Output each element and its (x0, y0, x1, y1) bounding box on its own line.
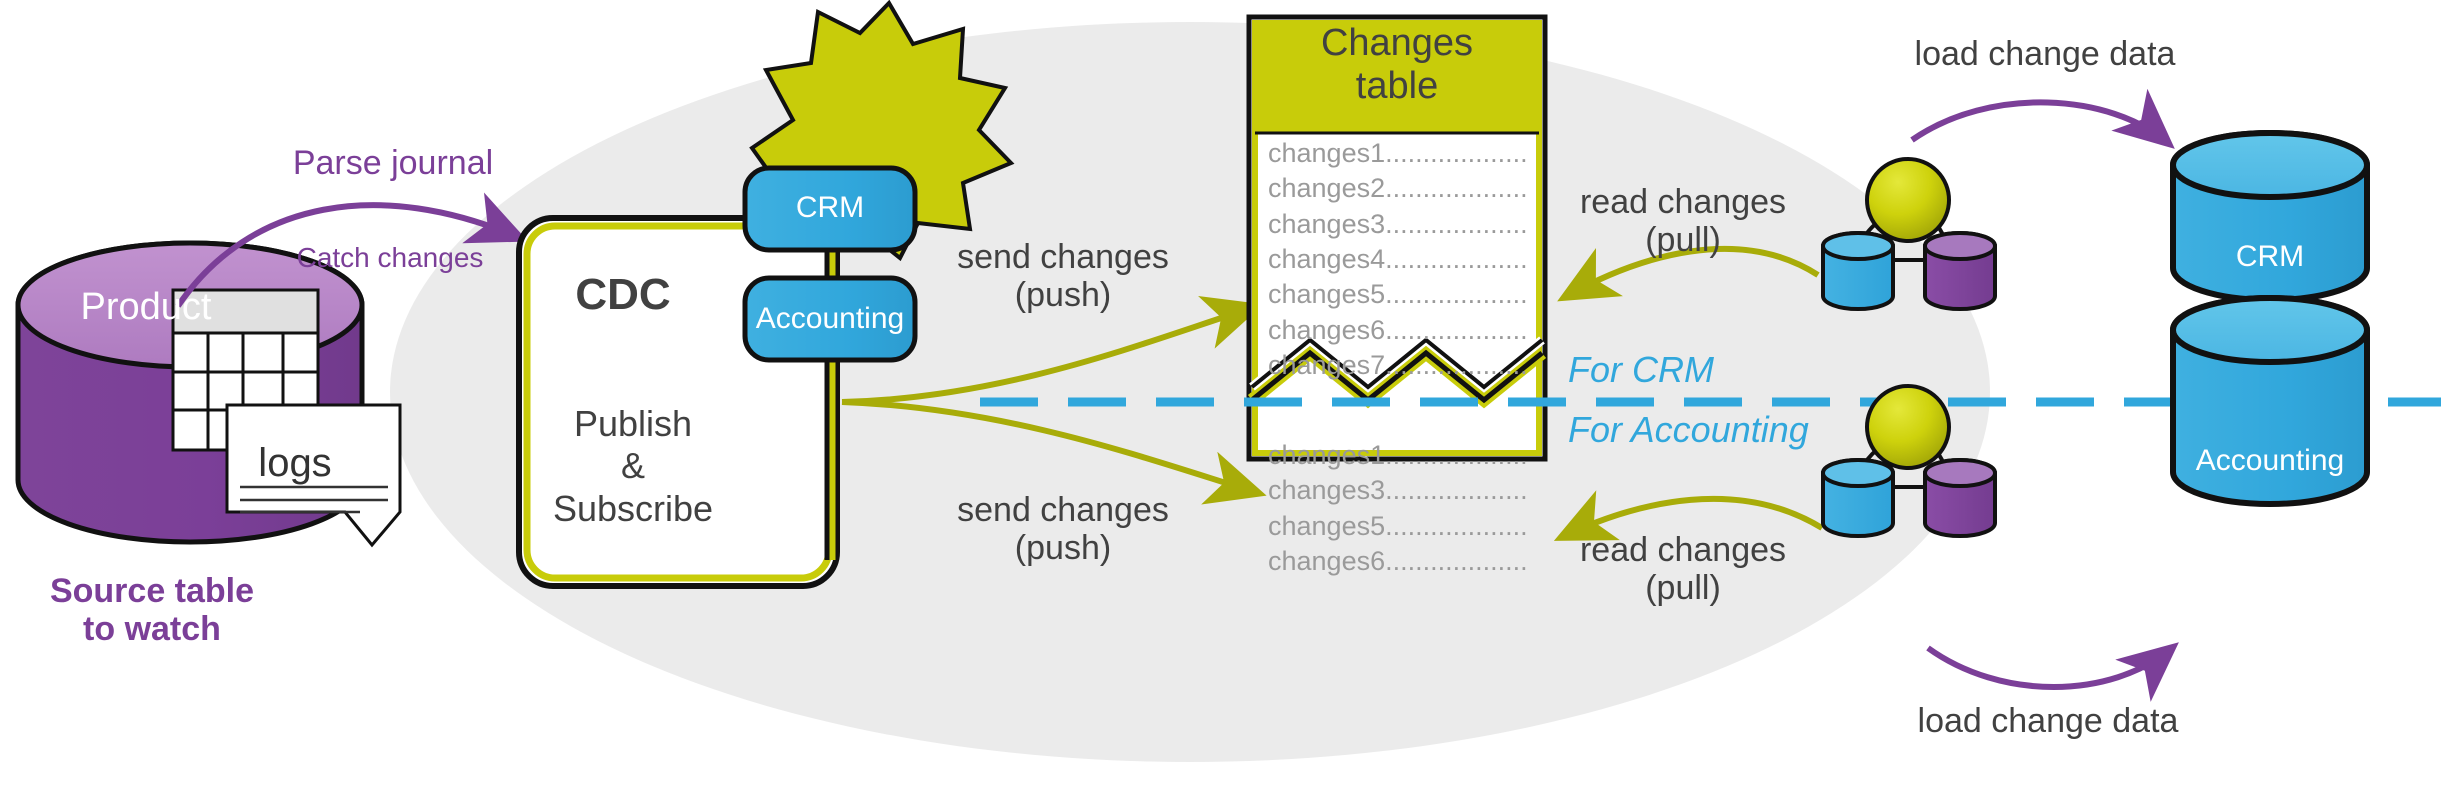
push-arrow-top (841, 295, 1264, 405)
changes-row: changes6........................ (1268, 314, 1530, 345)
logs-note-icon (225, 403, 402, 548)
changes-table-bottom-rows: changes1........................ changes… (1268, 438, 1530, 579)
pull-arrow-bottom (1553, 490, 1824, 541)
changes-table-top-rows: changes1........................ changes… (1268, 136, 1530, 384)
lane-label-bottom: For Accounting (1568, 409, 1809, 450)
changes-table-header: Changes table (1320, 22, 1474, 107)
cdc-title: CDC (575, 270, 671, 319)
read-changes-top-label: read changes (pull) (1579, 183, 1787, 260)
changes-row: changes1........................ (1268, 138, 1530, 168)
target-crm-cylinder (2170, 130, 2370, 303)
cdc-subtitle: Publish & Subscribe (552, 403, 714, 529)
load-arrow-top (1910, 88, 2175, 149)
source-caption: Source table to watch (49, 572, 255, 649)
push-arrow-bottom (841, 399, 1267, 505)
changes-row: changes6........................ (1268, 546, 1530, 577)
pull-arrow-top (1557, 245, 1820, 302)
source-db-label: Product (80, 286, 212, 328)
subscriber-accounting-label: Accounting (755, 302, 905, 335)
changes-row: changes3........................ (1268, 208, 1530, 239)
changes-row: changes7........................ (1268, 350, 1530, 381)
etl-icon-top (1821, 157, 1997, 311)
changes-row: changes1........................ (1268, 440, 1530, 470)
cdc-box (516, 215, 840, 589)
lane-label-top: For CRM (1568, 349, 1714, 390)
changes-row: changes5........................ (1268, 510, 1530, 541)
logs-label: logs (258, 441, 332, 485)
read-changes-bottom-label: read changes (pull) (1579, 531, 1787, 608)
subscriber-accounting-pill (742, 275, 918, 363)
target-accounting-cylinder (2170, 295, 2370, 507)
parse-journal-label: Parse journal (292, 144, 494, 182)
send-changes-top-label: send changes (push) (957, 238, 1169, 315)
parse-journal-arrow (175, 192, 529, 308)
send-changes-bottom-label: send changes (push) (957, 491, 1169, 568)
target-crm-label: CRM (2235, 240, 2305, 273)
changes-table-card (1246, 14, 1548, 462)
load-change-data-bottom-label: load change data (1917, 702, 2179, 740)
changes-row: changes2........................ (1268, 173, 1530, 204)
subscriber-crm-label: CRM (795, 191, 865, 224)
target-accounting-label: Accounting (2195, 444, 2345, 477)
changes-row: changes5........................ (1268, 279, 1530, 310)
changes-row: changes3........................ (1268, 475, 1530, 506)
etl-icon-bottom (1821, 384, 1997, 538)
changes-row: changes4........................ (1268, 244, 1530, 275)
load-change-data-top-label: load change data (1914, 35, 2176, 73)
catch-changes-label: Catch changes (296, 242, 484, 273)
load-arrow-bottom (1926, 642, 2179, 702)
subscriber-crm-pill (742, 165, 918, 253)
